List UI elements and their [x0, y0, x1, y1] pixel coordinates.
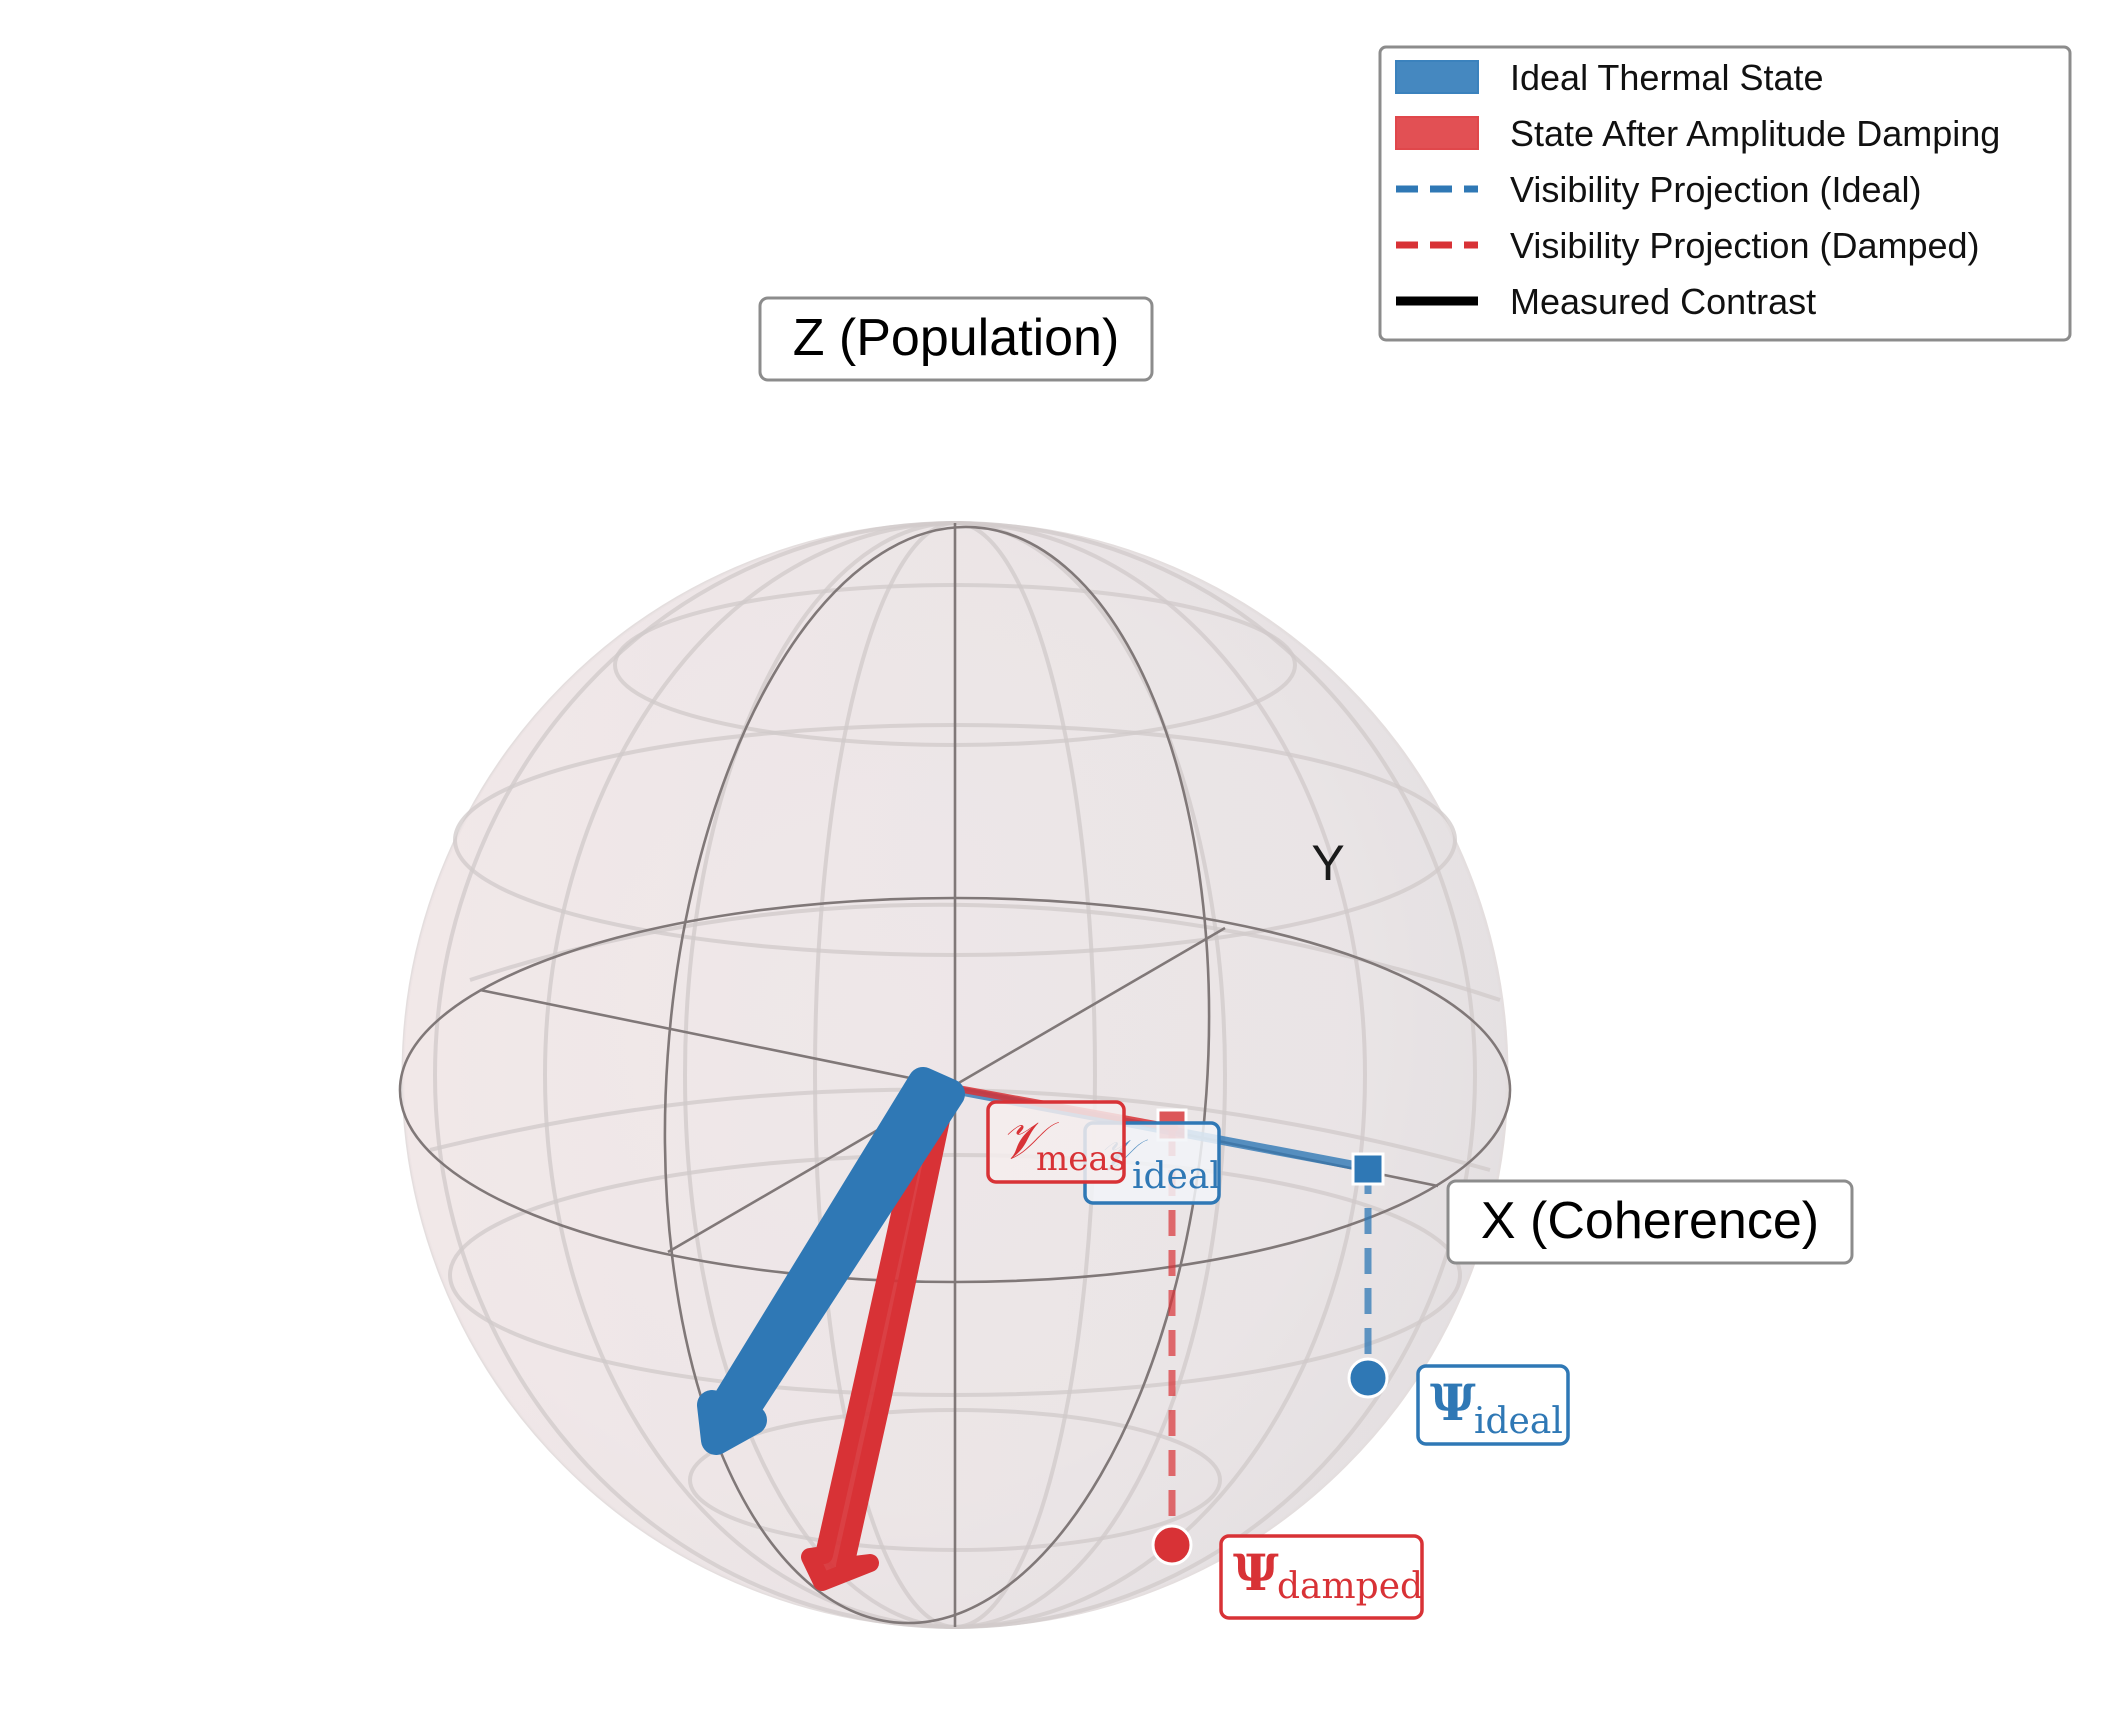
- legend-label: State After Amplitude Damping: [1510, 113, 2000, 154]
- psi-damped-main: Ψ: [1233, 1543, 1279, 1602]
- legend-item: State After Amplitude Damping: [1395, 113, 2000, 154]
- ideal-coherence-marker: [1351, 1152, 1385, 1186]
- psi-ideal-label: Ψ ideal: [1416, 1364, 1570, 1446]
- legend-patch: [1395, 60, 1479, 94]
- psi-ideal-main: Ψ: [1430, 1373, 1476, 1432]
- legend-frame: [1378, 45, 2072, 342]
- legend-label: Visibility Projection (Ideal): [1510, 169, 1922, 210]
- psi-damped-sub: damped: [1277, 1566, 1423, 1607]
- visibility-projections: [1168, 1130, 1372, 1545]
- legend-patch: [1395, 116, 1479, 150]
- y-axis-label: Y: [1311, 835, 1344, 891]
- v-meas-label: 𝒱 meas: [986, 1100, 1126, 1184]
- legend-label: Measured Contrast: [1510, 281, 1816, 322]
- legend-label: Ideal Thermal State: [1510, 57, 1824, 98]
- psi-ideal-point: [1347, 1357, 1389, 1399]
- legend-item: Visibility Projection (Ideal): [1396, 169, 1922, 210]
- meridian: [663, 525, 1211, 1625]
- x-axis-label: X (Coherence): [1481, 1192, 1819, 1250]
- axis-labels: Z (Population) X (Coherence) Y: [758, 296, 1854, 1265]
- legend-label: Visibility Projection (Damped): [1510, 225, 1980, 266]
- psi-ideal-sub: ideal: [1474, 1401, 1563, 1442]
- z-axis-label: Z (Population): [793, 309, 1120, 367]
- psi-damped-label: Ψ damped: [1219, 1534, 1424, 1620]
- legend-item: Ideal Thermal State: [1395, 57, 1824, 98]
- legend-item: Visibility Projection (Damped): [1396, 225, 1980, 266]
- legend-item: Measured Contrast: [1396, 281, 1816, 322]
- damped-state-arrow: [801, 1083, 955, 1591]
- state-vectors: [697, 1067, 965, 1591]
- psi-damped-point: [1151, 1524, 1193, 1566]
- v-ideal-sub: ideal: [1132, 1156, 1221, 1197]
- ideal-state-arrow: [697, 1067, 965, 1455]
- v-meas-sub: meas: [1036, 1139, 1126, 1179]
